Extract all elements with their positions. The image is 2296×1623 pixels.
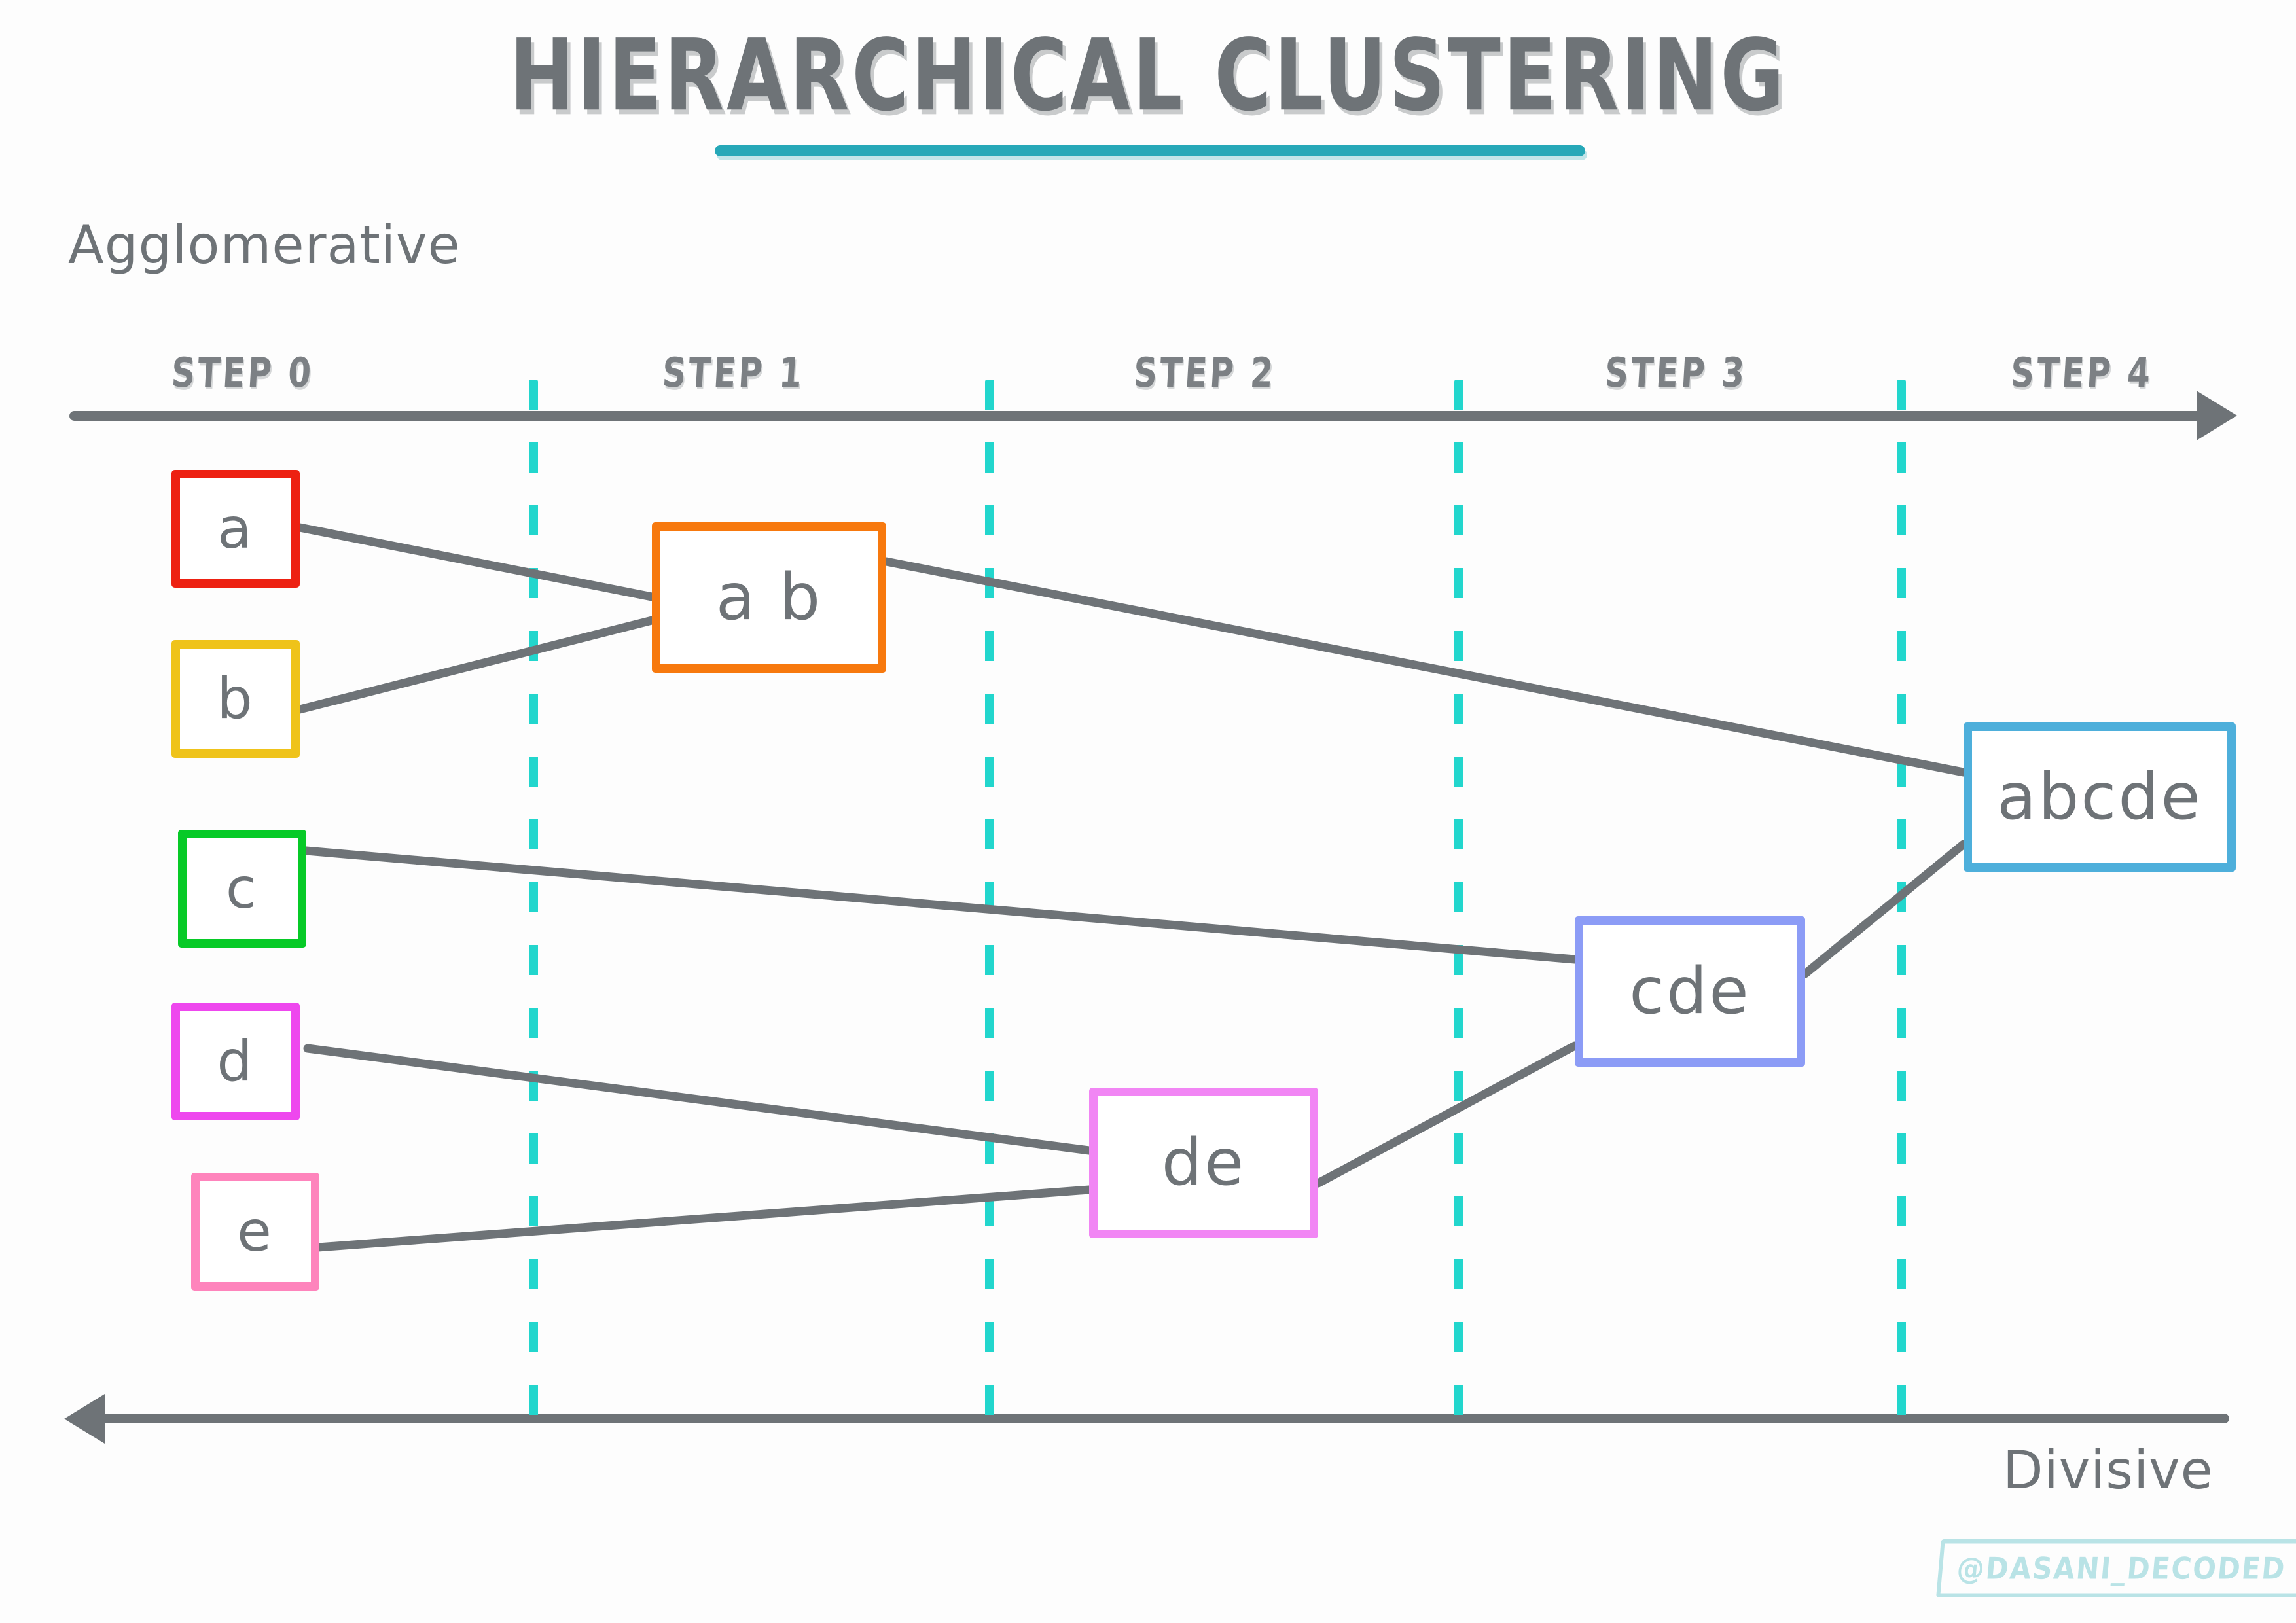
link-e-to-de — [314, 1185, 1094, 1252]
step-label-3: STEP 3 — [1604, 349, 1749, 397]
node-box-e[interactable]: e — [191, 1173, 319, 1291]
link-de-to-cde — [1314, 1041, 1579, 1188]
node-label-abcde: abcde — [1997, 760, 2202, 834]
left-arrow-icon — [64, 1394, 105, 1444]
divisive-axis — [69, 1414, 2229, 1423]
agglomerative-label: Agglomerative — [68, 215, 461, 276]
link-ab-to-abcde — [882, 557, 1968, 777]
divisive-label: Divisive — [2003, 1440, 2214, 1501]
node-box-c[interactable]: c — [178, 830, 306, 948]
step-label-4: STEP 4 — [2009, 349, 2155, 397]
watermark: @DASANI_DECODED — [1936, 1539, 2296, 1598]
node-box-a[interactable]: a — [171, 470, 300, 588]
node-box-abcde[interactable]: abcde — [1964, 722, 2236, 872]
link-cde-to-abcde — [1801, 840, 1968, 978]
node-label-de: de — [1161, 1126, 1246, 1200]
step-label-1: STEP 1 — [661, 349, 806, 397]
right-arrow-icon — [2197, 391, 2237, 440]
link-d-to-de — [303, 1044, 1094, 1155]
node-label-a: a — [217, 496, 254, 562]
title-underline — [715, 145, 1585, 156]
node-box-cde[interactable]: cde — [1575, 916, 1805, 1067]
separator-2-3 — [1454, 380, 1463, 1440]
step-label-2: STEP 2 — [1132, 349, 1278, 397]
link-b-to-ab — [295, 616, 656, 714]
separator-0-1 — [529, 380, 538, 1440]
node-label-ab: a b — [715, 560, 823, 635]
node-label-d: d — [217, 1029, 255, 1094]
separator-3-4 — [1897, 380, 1906, 1440]
node-label-cde: cde — [1629, 954, 1751, 1029]
page-title: HIERARCHICAL CLUSTERING — [509, 18, 1787, 134]
link-c-to-cde — [302, 846, 1579, 964]
node-box-ab[interactable]: a b — [652, 522, 886, 673]
node-label-c: c — [225, 856, 259, 921]
node-label-e: e — [237, 1199, 274, 1264]
node-box-de[interactable]: de — [1089, 1088, 1318, 1238]
node-box-d[interactable]: d — [171, 1003, 300, 1120]
step-label-0: STEP 0 — [170, 349, 315, 397]
separator-1-2 — [985, 380, 994, 1440]
node-box-b[interactable]: b — [171, 640, 300, 758]
node-label-b: b — [217, 666, 255, 732]
link-a-to-ab — [295, 523, 656, 601]
agglomerative-axis — [69, 411, 2208, 421]
